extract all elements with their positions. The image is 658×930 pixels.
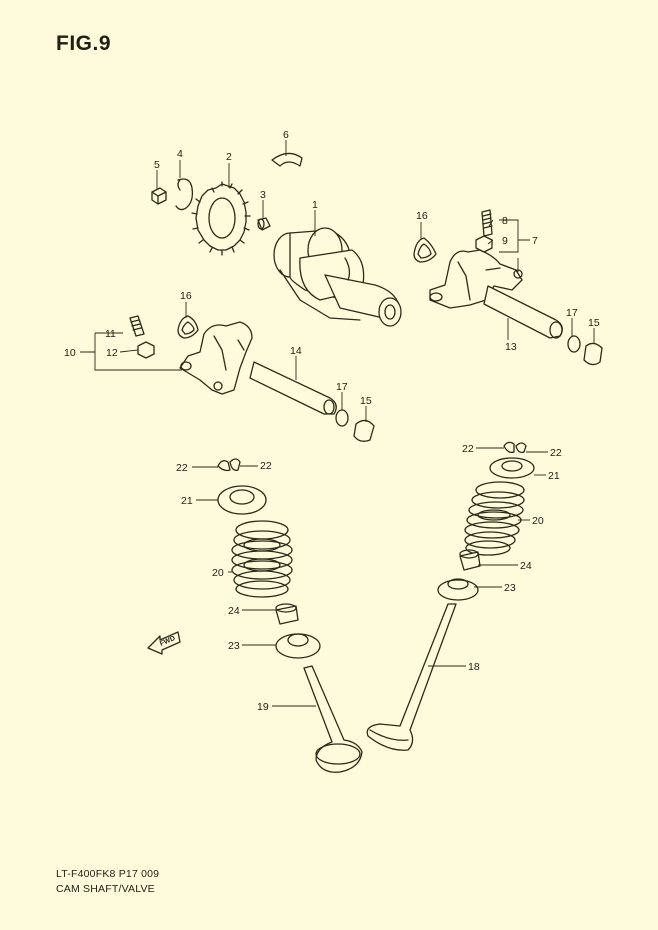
valve-cotter-left[interactable]	[217, 458, 241, 472]
oil-seal-right[interactable]	[413, 237, 437, 263]
label-2: 2	[226, 151, 232, 163]
forward-direction-arrow: FWD	[147, 631, 181, 655]
label-22-left-b: 22	[260, 460, 272, 472]
label-14: 14	[290, 345, 302, 357]
o-ring-left[interactable]	[335, 409, 349, 427]
shaft-cap-left[interactable]	[353, 419, 375, 442]
label-15-right: 15	[588, 317, 600, 329]
label-7: 7	[532, 235, 538, 247]
cam-sprocket-clip[interactable]	[175, 178, 194, 211]
spring-seat-right[interactable]	[437, 578, 479, 601]
label-1: 1	[312, 199, 318, 211]
locknut-right[interactable]	[475, 235, 493, 253]
label-11: 11	[105, 328, 116, 340]
label-18: 18	[468, 661, 480, 673]
intake-valve[interactable]	[303, 665, 363, 773]
figure-caption: CAM SHAFT/VALVE	[56, 883, 155, 895]
spring-retainer-left[interactable]	[217, 485, 267, 515]
label-15-left: 15	[360, 395, 372, 407]
label-17-right: 17	[566, 307, 578, 319]
label-16-right: 16	[416, 210, 428, 222]
figure-title: FIG.9	[56, 32, 112, 55]
label-4: 4	[177, 148, 183, 160]
valve-stem-seal-right[interactable]	[459, 549, 481, 571]
model-code: LT-F400FK8 P17 009	[56, 868, 160, 880]
spring-retainer-right[interactable]	[489, 457, 535, 479]
adjusting-screw-left[interactable]	[129, 315, 145, 337]
cam-sprocket[interactable]	[191, 181, 251, 256]
shaft-cap-right[interactable]	[583, 342, 603, 366]
label-20-right: 20	[532, 515, 544, 527]
label-22-right-b: 22	[550, 447, 562, 459]
label-16-left: 16	[180, 290, 192, 302]
label-23-right: 23	[504, 582, 516, 594]
rocker-shaft-right[interactable]	[483, 285, 563, 339]
rocker-arm-right[interactable]	[429, 249, 523, 309]
label-8: 8	[502, 215, 508, 227]
label-12: 12	[106, 347, 118, 359]
valve-spring-right[interactable]	[464, 481, 525, 556]
locknut-left[interactable]	[137, 341, 155, 359]
label-13: 13	[505, 341, 517, 353]
label-10: 10	[64, 347, 76, 359]
oil-seal-left[interactable]	[177, 315, 199, 339]
label-24-left: 24	[228, 605, 240, 617]
label-5: 5	[154, 159, 160, 171]
camshaft[interactable]	[273, 227, 402, 327]
label-21-left: 21	[181, 495, 193, 507]
label-17-left: 17	[336, 381, 348, 393]
label-22-right-a: 22	[462, 443, 474, 455]
exhaust-valve[interactable]	[366, 603, 457, 751]
label-22-left-a: 22	[176, 462, 188, 474]
leader-lines	[80, 140, 595, 707]
label-24-right: 24	[520, 560, 532, 572]
label-9: 9	[502, 235, 508, 247]
o-ring-right[interactable]	[567, 335, 581, 353]
label-20-left: 20	[212, 567, 224, 579]
valve-spring-left[interactable]	[231, 520, 293, 598]
label-6: 6	[283, 129, 289, 141]
spring-seat-left[interactable]	[275, 633, 321, 659]
cam-stopper-plate[interactable]	[271, 152, 303, 167]
part-number-labels: 2 4 5 3 6 1 16 8 9 7 16 11 12 10 14 13 1…	[64, 129, 600, 713]
valve-cotter-right[interactable]	[503, 441, 527, 454]
label-3: 3	[260, 189, 266, 201]
rocker-shaft-left[interactable]	[249, 361, 337, 415]
dowel-pin[interactable]	[257, 217, 271, 231]
adjusting-screw-right[interactable]	[481, 209, 493, 237]
rocker-arm-left[interactable]	[179, 321, 253, 395]
sprocket-bolt[interactable]	[151, 187, 167, 205]
label-21-right: 21	[548, 470, 560, 482]
label-23-left: 23	[228, 640, 240, 652]
label-19: 19	[257, 701, 269, 713]
valve-stem-seal-left[interactable]	[275, 603, 299, 625]
